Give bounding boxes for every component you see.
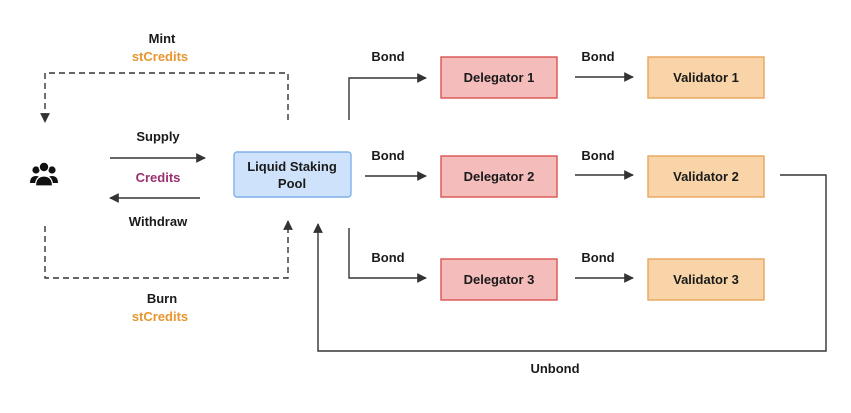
delegator-2-box: Delegator 2 <box>440 155 558 198</box>
bond-label-6: Bond <box>581 250 614 265</box>
supply-label: Supply <box>136 129 180 144</box>
validator-1-label: Validator 1 <box>673 70 739 85</box>
bond-line-3 <box>348 228 427 283</box>
bond-label-3: Bond <box>371 250 404 265</box>
bond-line-1 <box>348 73 427 120</box>
unbond-label: Unbond <box>530 361 579 376</box>
validator-2-box: Validator 2 <box>647 155 765 198</box>
delegator-3-box: Delegator 3 <box>440 258 558 301</box>
validator-3-label: Validator 3 <box>673 272 739 287</box>
validator-3-box: Validator 3 <box>647 258 765 301</box>
pool-line-2: Pool <box>278 176 306 191</box>
users-group-icon <box>30 161 58 187</box>
validator-1-box: Validator 1 <box>647 56 765 99</box>
withdraw-label: Withdraw <box>129 214 188 229</box>
burn-flow-line <box>44 220 293 279</box>
bond-label-5: Bond <box>581 148 614 163</box>
delegator-1-label: Delegator 1 <box>464 70 535 85</box>
bond-label-4: Bond <box>581 49 614 64</box>
delegator-3-label: Delegator 3 <box>464 272 535 287</box>
burn-token-label: stCredits <box>132 309 188 324</box>
mint-flow-line <box>40 72 289 123</box>
pool-line-1: Liquid Staking <box>247 159 337 174</box>
bond-label-2: Bond <box>371 148 404 163</box>
credits-label: Credits <box>136 170 181 185</box>
bond-label-1: Bond <box>371 49 404 64</box>
delegator-1-box: Delegator 1 <box>440 56 558 99</box>
unbond-flow-line <box>313 174 827 352</box>
delegator-2-label: Delegator 2 <box>464 169 535 184</box>
liquid-staking-pool-box: Liquid Staking Pool <box>233 151 352 198</box>
mint-token-label: stCredits <box>132 49 188 64</box>
mint-label: Mint <box>149 31 176 46</box>
validator-2-label: Validator 2 <box>673 169 739 184</box>
burn-label: Burn <box>147 291 177 306</box>
